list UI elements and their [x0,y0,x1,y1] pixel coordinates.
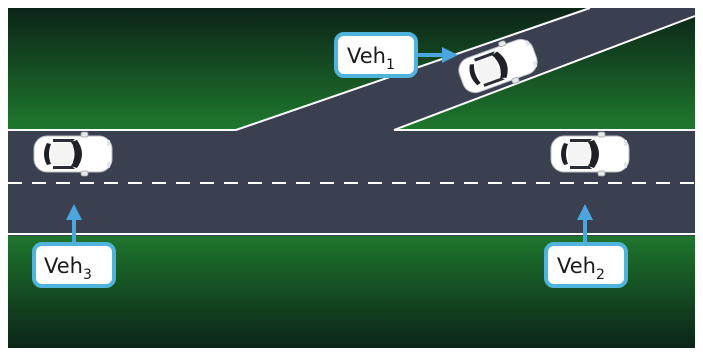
vehicle-3 [34,132,112,176]
veh1-label-sub: 1 [386,57,395,73]
veh2-label: Veh2 [546,244,626,286]
veh1-label-name: Veh [347,44,386,68]
vehicle-2 [551,132,629,176]
veh3-label: Veh3 [34,244,114,286]
veh3-label-sub: 3 [83,267,92,283]
veh2-label-name: Veh [557,254,596,278]
veh3-label-name: Veh [44,254,83,278]
veh1-label: Veh1 [336,34,416,76]
veh2-label-sub: 2 [596,267,605,283]
